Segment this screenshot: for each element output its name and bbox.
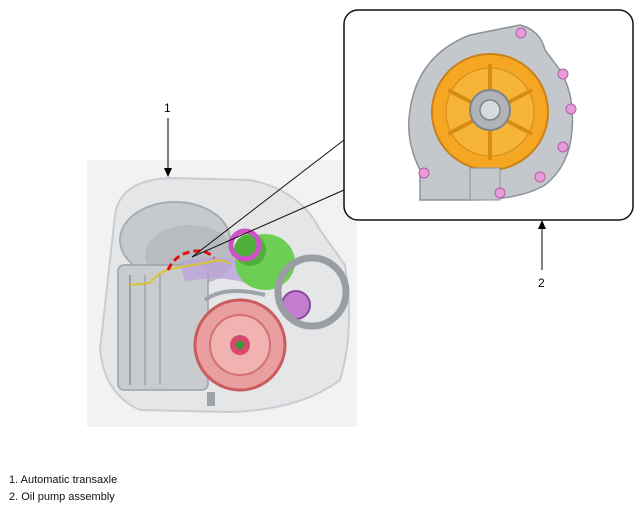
- callout-1-number: 1: [164, 101, 171, 115]
- transaxle-illustration: [87, 160, 357, 427]
- transaxle-diagram: 1: [87, 9, 634, 427]
- callout-1: 1: [164, 101, 172, 177]
- legend: 1. Automatic transaxle 2. Oil pump assem…: [9, 472, 117, 506]
- callout-2-number: 2: [538, 276, 545, 290]
- legend-item-2: 2. Oil pump assembly: [9, 491, 115, 503]
- legend-item-1: 1. Automatic transaxle: [9, 474, 118, 486]
- callout-2: 2: [538, 220, 546, 290]
- oil-pump-inset: [343, 9, 634, 221]
- inset-leader-lines: [191, 139, 345, 258]
